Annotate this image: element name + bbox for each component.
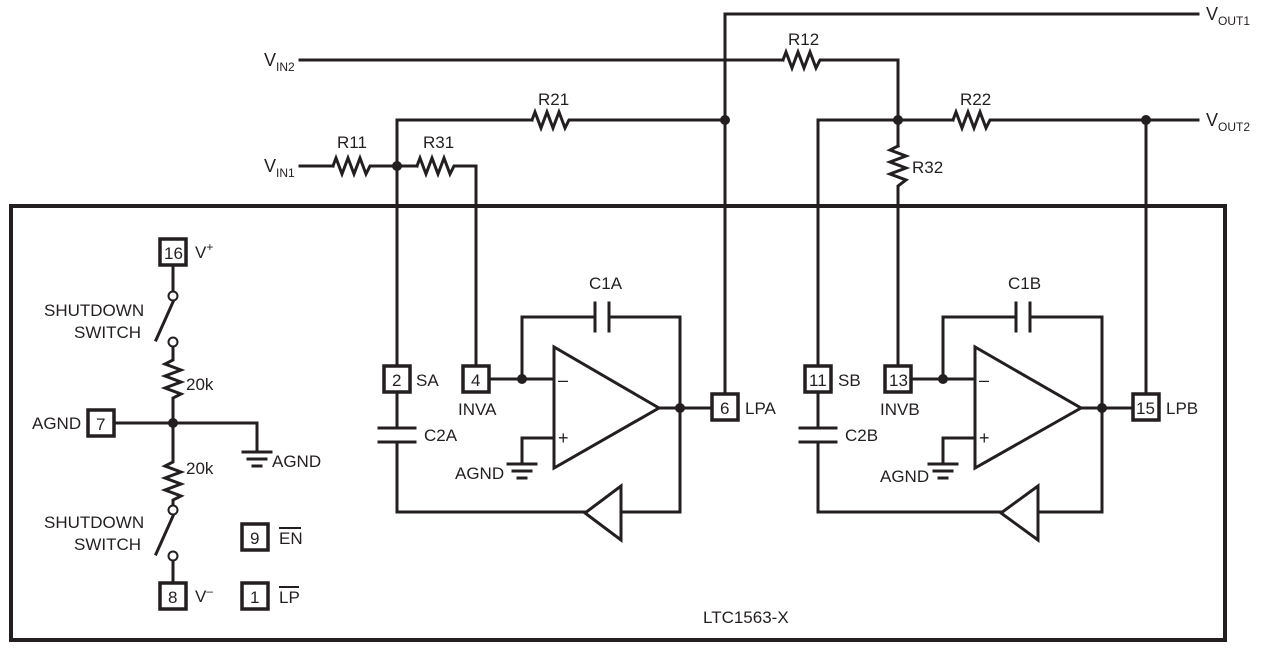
label-shutdown-top-2: SWITCH <box>74 323 141 342</box>
pin-6-number: 6 <box>720 399 729 418</box>
resistor-r31 <box>415 153 459 179</box>
pin-15-number: 15 <box>1136 399 1155 418</box>
wire-r12-right <box>821 58 900 122</box>
label-shutdown-bottom-2: SWITCH <box>74 535 141 554</box>
wire-r21-left <box>395 118 534 168</box>
buffer-b <box>998 483 1040 543</box>
wire-buffer-a <box>619 406 682 514</box>
pin-7-number: 7 <box>96 415 105 434</box>
ground-icon <box>241 450 273 468</box>
pin-13-number: 13 <box>889 371 908 390</box>
switch-contact <box>167 290 179 302</box>
pin-2-name: SA <box>416 371 439 390</box>
label-r12: R12 <box>788 30 819 49</box>
pin-1-box <box>240 581 270 611</box>
switch-contact <box>167 504 179 516</box>
pin-16-number: 16 <box>164 244 183 263</box>
pin-16-name: V+ <box>195 240 213 262</box>
label-r11: R11 <box>337 133 367 152</box>
label-r21: R21 <box>538 90 569 109</box>
wire-buffer-b <box>1036 406 1104 514</box>
wire-agnd <box>112 421 259 452</box>
pin-6-box <box>710 392 740 422</box>
label-vin1: VIN1 <box>264 156 295 180</box>
junction-dot <box>392 161 402 171</box>
wire-r22-left <box>816 118 955 368</box>
pin-8-box <box>158 581 188 611</box>
resistor-r32 <box>885 143 911 192</box>
wire-r31-inva <box>455 164 478 368</box>
label-r32: R32 <box>912 158 943 177</box>
junction-dot <box>893 115 903 125</box>
label-r31: R31 <box>423 133 454 152</box>
pin-8-name: V– <box>195 584 213 606</box>
pin-8-number: 8 <box>168 588 177 607</box>
plus-b: + <box>979 428 990 448</box>
pin-4-number: 4 <box>471 371 480 390</box>
pin-6-name: LPA <box>745 399 777 418</box>
junction-dot <box>1141 115 1151 125</box>
buffer-a <box>582 483 623 543</box>
label-c1a: C1A <box>589 274 623 293</box>
label-vin2: VIN2 <box>264 50 295 74</box>
opamp-b <box>973 344 1085 471</box>
junction-dot <box>1097 403 1107 413</box>
ground-icon <box>927 462 959 480</box>
resistor-r21 <box>530 107 574 133</box>
capacitor-c2b <box>798 390 1003 514</box>
resistor-r22 <box>951 107 995 133</box>
label-20k-bottom: 20k <box>186 459 214 478</box>
switch-bottom-blade <box>154 514 175 556</box>
wire-vout1 <box>723 12 1200 122</box>
capacitor-c2a <box>377 390 587 514</box>
pin-7-box <box>86 408 116 438</box>
label-c2b: C2B <box>845 426 878 445</box>
label-vout2: VOUT2 <box>1206 110 1250 134</box>
label-c1b: C1B <box>1008 274 1041 293</box>
resistor-20k-pair <box>160 345 186 508</box>
pin-1-name: LP <box>279 588 300 607</box>
label-agnd-b: AGND <box>880 467 929 486</box>
label-vout1: VOUT1 <box>1206 4 1250 28</box>
capacitor-c1a <box>520 301 682 410</box>
pin-2-number: 2 <box>392 371 401 390</box>
pin-11-name: SB <box>838 371 861 390</box>
pin-9-name: EN <box>279 529 303 548</box>
pin-15-name: LPB <box>1166 399 1198 418</box>
pin-9-box <box>240 522 270 552</box>
chip-name: LTC1563-X <box>703 608 789 627</box>
label-agnd-a: AGND <box>455 464 504 483</box>
label-shutdown-bottom-1: SHUTDOWN <box>44 513 144 532</box>
switch-contact <box>167 550 179 562</box>
label-c2a: C2A <box>424 426 458 445</box>
label-shutdown-top-1: SHUTDOWN <box>44 301 144 320</box>
switch-contact <box>167 336 179 348</box>
pin-11-number: 11 <box>809 371 827 390</box>
pin-1-number: 1 <box>250 588 259 607</box>
capacitor-c1b <box>941 301 1104 410</box>
pin-9-number: 9 <box>250 529 259 548</box>
minus-a: – <box>558 370 568 390</box>
ground-icon <box>506 462 538 480</box>
pin-7-name: AGND <box>32 414 81 433</box>
label-r22: R22 <box>960 90 991 109</box>
label-agnd-ground: AGND <box>272 452 321 471</box>
junction-dot <box>720 115 730 125</box>
junction-dot <box>168 418 178 428</box>
junction-dot <box>675 403 685 413</box>
label-20k-top: 20k <box>186 375 214 394</box>
pin-15-box <box>1131 392 1161 422</box>
resistor-r11 <box>331 153 375 179</box>
pin-13-name: INVB <box>880 400 920 419</box>
resistor-r12 <box>781 47 825 73</box>
pin-4-name: INVA <box>458 400 497 419</box>
minus-b: – <box>979 370 989 390</box>
plus-a: + <box>558 428 569 448</box>
opamp-a <box>552 344 663 471</box>
chip-outline <box>9 204 1227 642</box>
switch-top-blade <box>154 300 175 342</box>
